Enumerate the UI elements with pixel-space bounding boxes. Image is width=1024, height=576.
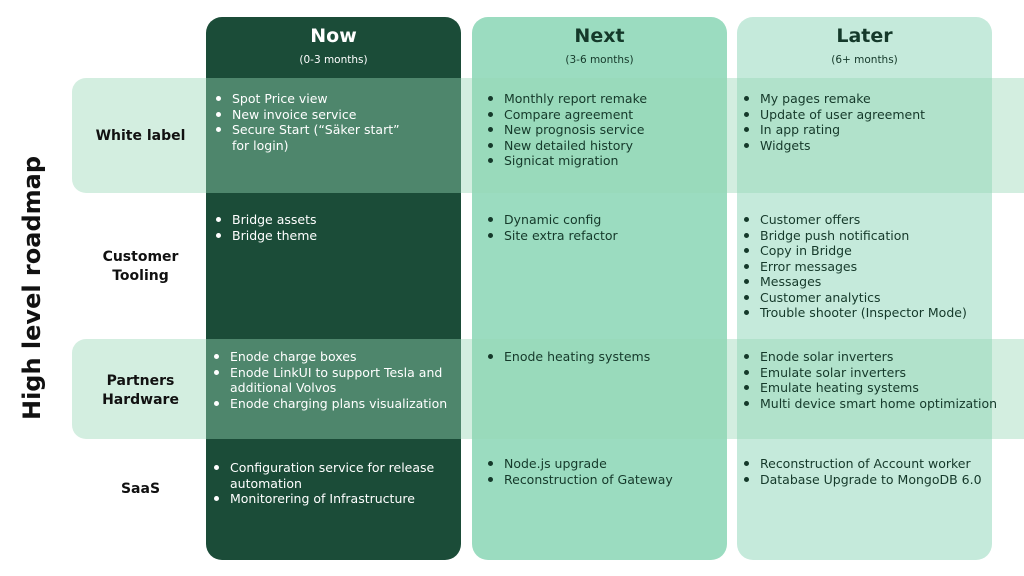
- list-item: Customer offers: [744, 212, 1022, 228]
- cell-saas-later: Reconstruction of Account worker Databas…: [733, 456, 985, 487]
- list-item: Database Upgrade to MongoDB 6.0: [744, 472, 985, 488]
- list-item: Emulate heating systems: [744, 380, 1015, 396]
- cell-partners-hardware-now: Enode charge boxes Enode LinkUI to suppo…: [203, 349, 455, 411]
- list-item: Emulate solar inverters: [744, 365, 1015, 381]
- list-item: Bridge assets: [216, 212, 447, 228]
- column-next: Next (3-6 months): [472, 17, 727, 560]
- cell-white-label-next: Monthly report remake Compare agreement …: [477, 91, 732, 169]
- cell-white-label-later: My pages remake Update of user agreement…: [733, 91, 1015, 153]
- list-item: Copy in Bridge: [744, 243, 1022, 259]
- list-item: My pages remake: [744, 91, 1015, 107]
- column-title-next: Next: [574, 25, 625, 47]
- list-item: Configuration service for release automa…: [214, 460, 455, 491]
- list-item: Dynamic config: [488, 212, 732, 228]
- list-item: New prognosis service: [488, 122, 732, 138]
- column-title-now: Now: [310, 25, 357, 47]
- row-label-white-label: White label: [95, 128, 186, 144]
- list-item: Secure Start (“Säker start” for login): [216, 122, 417, 153]
- list-item: Bridge theme: [216, 228, 447, 244]
- list-item: Update of user agreement: [744, 107, 1015, 123]
- list-item: Spot Price view: [216, 91, 417, 107]
- list-item: Error messages: [744, 259, 1022, 275]
- column-later: Later (6+ months): [737, 17, 992, 560]
- column-now: Now (0-3 months): [206, 17, 461, 560]
- roadmap-title: High level roadmap: [18, 155, 46, 421]
- list-item: Signicat migration: [488, 153, 732, 169]
- list-item: New invoice service: [216, 107, 417, 123]
- list-item: Customer analytics: [744, 290, 1022, 306]
- list-item: Widgets: [744, 138, 1015, 154]
- list-item: Enode charging plans visualization: [214, 396, 455, 412]
- row-label-customer-tooling: Customer Tooling: [102, 249, 179, 284]
- list-item: Multi device smart home optimization: [744, 396, 1015, 412]
- column-subtitle-later: (6+ months): [831, 54, 898, 66]
- list-item: Enode heating systems: [488, 349, 732, 365]
- list-item: Reconstruction of Gateway: [488, 472, 732, 488]
- list-item: Reconstruction of Account worker: [744, 456, 985, 472]
- cell-customer-tooling-now: Bridge assets Bridge theme: [205, 212, 447, 243]
- cell-saas-now: Configuration service for release automa…: [203, 460, 455, 507]
- list-item: Enode charge boxes: [214, 349, 455, 365]
- list-item: Site extra refactor: [488, 228, 732, 244]
- cell-partners-hardware-later: Enode solar inverters Emulate solar inve…: [733, 349, 1015, 411]
- list-item: Messages: [744, 274, 1022, 290]
- list-item: Node.js upgrade: [488, 456, 732, 472]
- list-item: New detailed history: [488, 138, 732, 154]
- list-item: Bridge push notification: [744, 228, 1022, 244]
- row-band-partners-hardware: [72, 339, 1024, 439]
- cell-customer-tooling-next: Dynamic config Site extra refactor: [477, 212, 732, 243]
- list-item: Enode LinkUI to support Tesla and additi…: [214, 365, 455, 396]
- row-label-saas: SaaS: [120, 481, 161, 497]
- list-item: Compare agreement: [488, 107, 732, 123]
- list-item: Monthly report remake: [488, 91, 732, 107]
- column-title-later: Later: [836, 25, 893, 47]
- row-band-white-label: [72, 78, 1024, 193]
- cell-saas-next: Node.js upgrade Reconstruction of Gatewa…: [477, 456, 732, 487]
- cell-white-label-now: Spot Price view New invoice service Secu…: [205, 91, 417, 153]
- list-item: Enode solar inverters: [744, 349, 1015, 365]
- list-item: Monitorering of Infrastructure: [214, 491, 455, 507]
- list-item: Trouble shooter (Inspector Mode): [744, 305, 1022, 321]
- row-label-partners-hardware: Partners Hardware: [102, 373, 179, 408]
- list-item: In app rating: [744, 122, 1015, 138]
- column-subtitle-now: (0-3 months): [299, 54, 368, 66]
- column-subtitle-next: (3-6 months): [565, 54, 634, 66]
- cell-partners-hardware-next: Enode heating systems: [477, 349, 732, 365]
- cell-customer-tooling-later: Customer offers Bridge push notification…: [733, 212, 1022, 321]
